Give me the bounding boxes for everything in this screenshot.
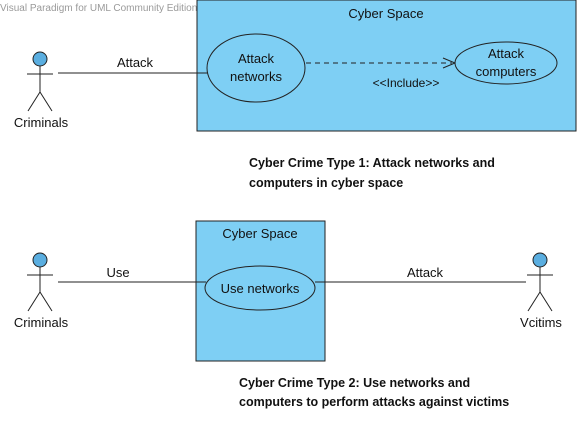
actor-leg-right [39,291,53,312]
actor-leg-left [527,291,541,312]
actor-criminals-2[interactable] [27,252,53,312]
caption-2-line1: Cyber Crime Type 2: Use networks and [239,376,470,390]
system-title-1: Cyber Space [348,6,423,21]
actor-head [32,51,48,67]
association-label-attack-2: Attack [407,265,444,280]
system-title-2: Cyber Space [222,226,297,241]
usecase-use-networks[interactable] [204,265,316,311]
include-label: <<Include>> [373,76,440,90]
actor-head [532,252,548,268]
actor-criminals-1[interactable] [27,51,53,112]
association-label-use: Use [106,265,129,280]
usecase-label-attack-computers-line1: Attack [488,46,525,61]
actor-label-criminals-2: Criminals [14,315,69,330]
usecase-label-attack-networks-line1: Attack [238,51,275,66]
usecase-label-attack-networks-line2: networks [230,69,283,84]
actor-head [32,252,48,268]
usecase-label-use-networks: Use networks [221,281,300,296]
actor-leg-left [27,91,41,112]
watermark: Visual Paradigm for UML Community Editio… [0,3,307,14]
usecase-attack-computers[interactable] [454,41,558,85]
actor-leg-right [539,291,553,312]
usecase-label-attack-computers-line2: computers [476,64,537,79]
caption-1-line2: computers in cyber space [249,176,403,190]
diagram-2: Cyber Space Criminals Use Use networks A… [14,220,562,409]
caption-2-line2: computers to perform attacks against vic… [239,395,509,409]
actor-victims[interactable] [527,252,553,312]
actor-label-victims: Vcitims [520,315,562,330]
association-label-attack-1: Attack [117,55,154,70]
actor-leg-left [27,291,41,312]
caption-1-line1: Cyber Crime Type 1: Attack networks and [249,156,495,170]
actor-label-criminals-1: Criminals [14,115,69,130]
usecase-attack-networks[interactable] [206,33,306,103]
actor-leg-right [39,91,53,112]
diagram-1: Cyber Space Criminals Attack Attack netw… [14,0,577,190]
